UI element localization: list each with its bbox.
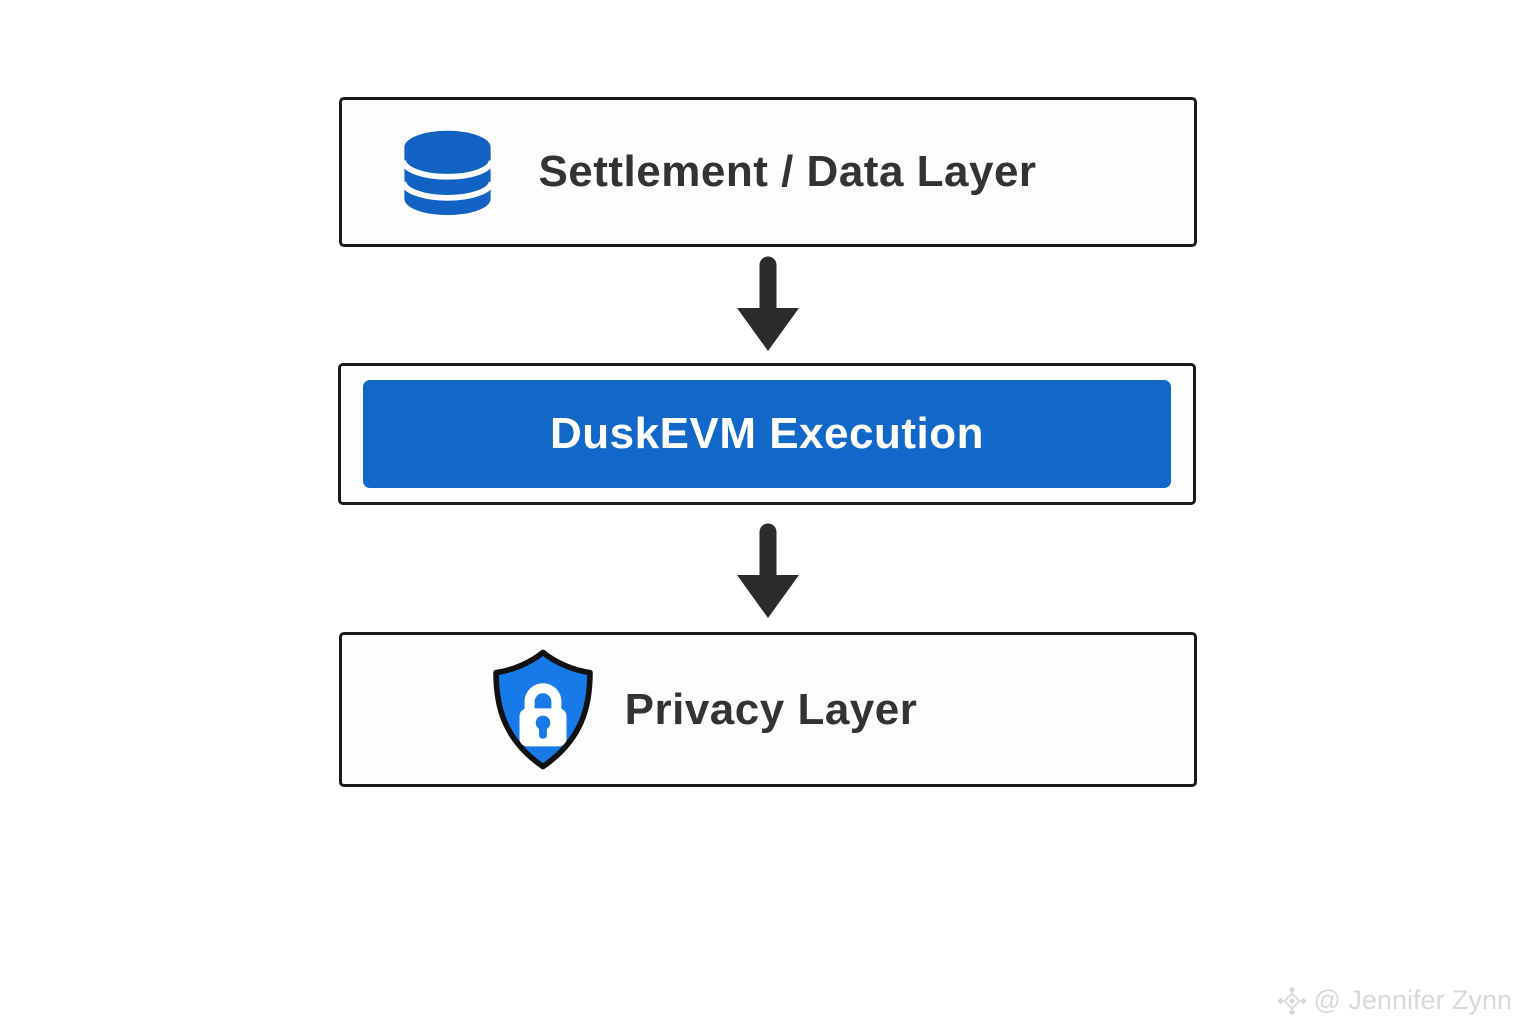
arrow-down-icon xyxy=(737,523,799,618)
diamond-logo-icon xyxy=(1276,985,1307,1016)
database-icon xyxy=(399,126,496,218)
duskevm-execution-fill: DuskEVM Execution xyxy=(363,380,1171,488)
duskevm-execution-node: DuskEVM Execution xyxy=(338,363,1196,505)
duskevm-execution-label: DuskEVM Execution xyxy=(550,409,984,458)
watermark: @ Jennifer Zynn xyxy=(1276,985,1513,1016)
watermark-text: @ Jennifer Zynn xyxy=(1313,985,1513,1015)
privacy-layer-label: Privacy Layer xyxy=(624,684,918,734)
privacy-layer-node: Privacy Layer xyxy=(339,632,1197,787)
settlement-data-layer-node: Settlement / Data Layer xyxy=(339,97,1197,247)
arrow-down-icon xyxy=(737,256,799,351)
settlement-data-layer-label: Settlement / Data Layer xyxy=(538,147,1037,196)
shield-lock-icon xyxy=(487,648,599,771)
